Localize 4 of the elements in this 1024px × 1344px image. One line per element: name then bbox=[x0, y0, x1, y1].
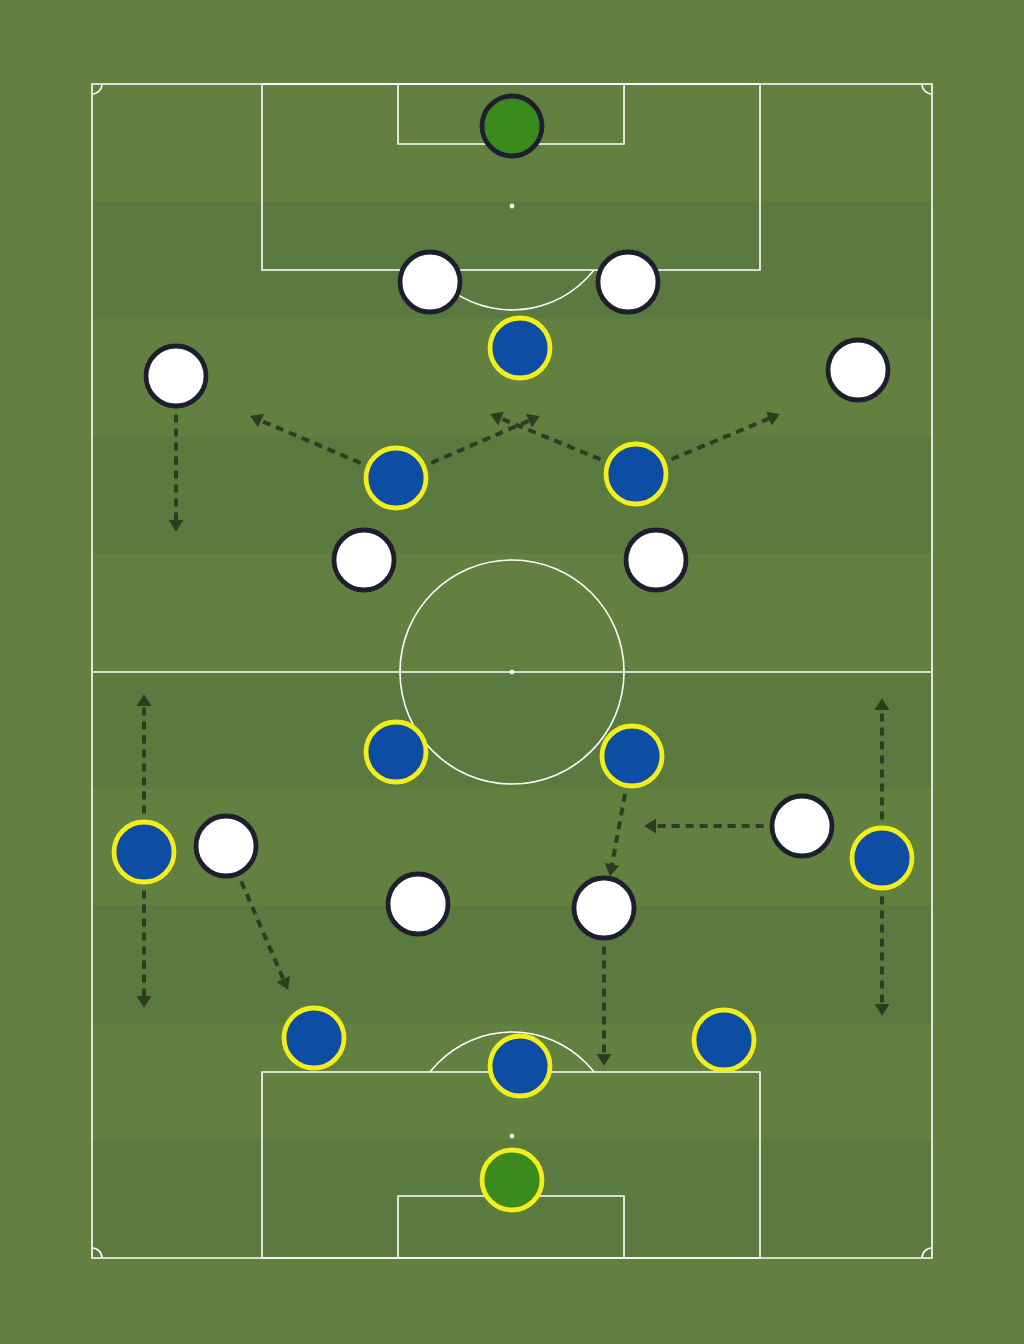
player-marker bbox=[849, 825, 915, 891]
player-marker bbox=[385, 871, 451, 937]
player-marker bbox=[487, 1033, 553, 1099]
player-marker bbox=[111, 819, 177, 885]
